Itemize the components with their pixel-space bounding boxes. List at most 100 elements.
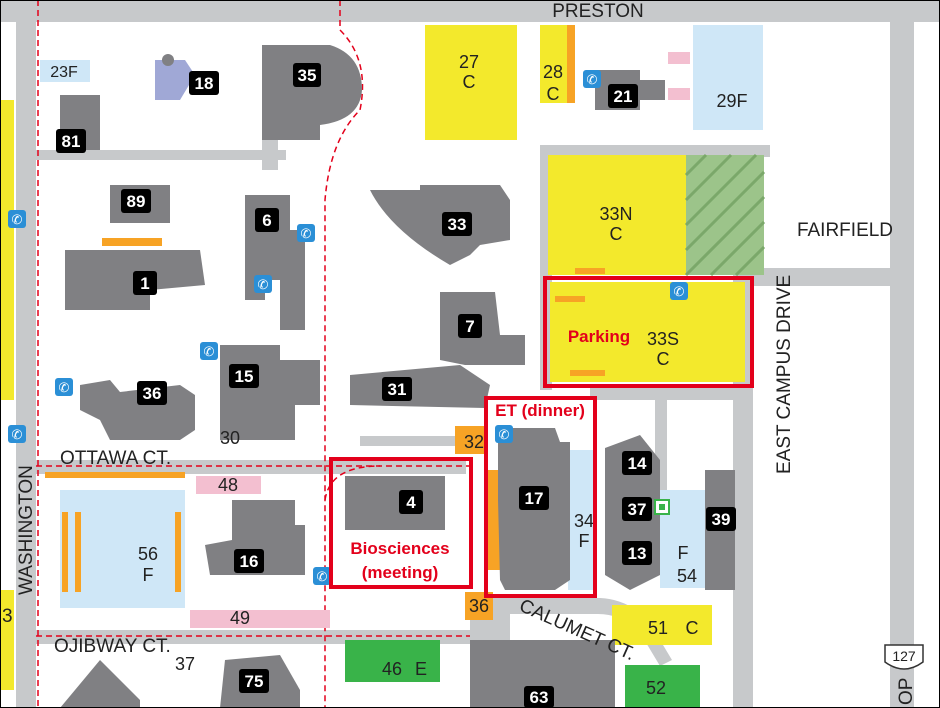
lot-28: [540, 25, 570, 103]
lot-29f: [693, 25, 763, 130]
badge-75: 75: [239, 669, 269, 693]
svg-text:15: 15: [235, 367, 254, 386]
walkways: [36, 0, 470, 708]
lot-label-51: 51: [648, 618, 668, 638]
badge-17: 17: [519, 486, 549, 510]
svg-text:✆: ✆: [674, 285, 685, 300]
badge-89: 89: [121, 189, 151, 213]
street-ottawa: OTTAWA CT.: [60, 448, 171, 469]
lot-49: [190, 610, 330, 628]
svg-text:✆: ✆: [204, 345, 215, 360]
lot-51: [612, 605, 712, 645]
svg-text:35: 35: [298, 66, 317, 85]
phone-icon: ✆: [200, 342, 218, 360]
badge-37: 37: [622, 497, 652, 521]
lot-label-27: 27: [459, 52, 479, 72]
svg-text:1: 1: [140, 274, 149, 293]
svg-text:F: F: [143, 565, 154, 585]
svg-text:39: 39: [712, 510, 731, 529]
svg-text:✆: ✆: [317, 570, 328, 585]
lot-33n: [548, 155, 686, 275]
badge-81: 81: [56, 129, 86, 153]
lot-label-36: 36: [469, 596, 489, 616]
highlight-label-biosciences: Biosciences: [350, 539, 449, 558]
svg-text:6: 6: [262, 211, 271, 230]
lot-label-48: 48: [218, 475, 238, 495]
lot-label-46: 46: [382, 659, 402, 679]
lot-label-33s: 33S: [647, 329, 679, 349]
highlight-label-parking: Parking: [568, 327, 630, 346]
phone-icon: ✆: [8, 425, 26, 443]
svg-text:✆: ✆: [587, 73, 598, 88]
badge-14: 14: [622, 451, 652, 475]
svg-text:75: 75: [245, 672, 264, 691]
road-service-north: [36, 150, 286, 160]
lot-46: [345, 640, 440, 682]
lot-label-56: 56: [138, 544, 158, 564]
phone-icon: ✆: [55, 378, 73, 396]
road-drive-south: [360, 436, 460, 446]
building-33: [370, 185, 510, 265]
badge-37-lot: [654, 499, 670, 515]
svg-text:4: 4: [406, 493, 416, 512]
lot-27: [425, 25, 517, 140]
highlight-box-dinner: [484, 396, 597, 598]
lot-33n-green: [686, 155, 764, 275]
svg-text:✆: ✆: [12, 428, 23, 443]
road-preston: [0, 0, 940, 22]
svg-text:33: 33: [448, 215, 467, 234]
svg-text:C: C: [657, 349, 670, 369]
building-7: [440, 292, 525, 365]
road-right-edge: [890, 0, 914, 708]
badge-13: 13: [622, 541, 652, 565]
badge-7: 7: [458, 314, 482, 338]
lot-label-23f: 23F: [50, 64, 78, 81]
lot-label-32: 32: [464, 432, 484, 452]
badge-63: 63: [524, 686, 554, 708]
svg-text:✆: ✆: [301, 227, 312, 242]
svg-text:63: 63: [530, 688, 549, 707]
street-preston: PRESTON: [552, 1, 644, 22]
road-lot33-south: [590, 388, 740, 400]
svg-text:C: C: [610, 224, 623, 244]
phone-icon: ✆: [583, 70, 601, 88]
highlight-label-meeting: (meeting): [362, 563, 439, 582]
lot-32: [455, 426, 485, 454]
lot-label-49: 49: [230, 608, 250, 628]
street-partial-right: OP: [896, 678, 917, 705]
building-4: [345, 476, 445, 530]
highlight-annotations: Parking ET (dinner) Biosciences (meeting…: [329, 276, 754, 598]
svg-text:36: 36: [143, 384, 162, 403]
badge-31: 31: [382, 377, 412, 401]
svg-text:C: C: [686, 618, 699, 638]
phone-icon: ✆: [8, 210, 26, 228]
svg-text:17: 17: [525, 489, 544, 508]
svg-text:✆: ✆: [59, 381, 70, 396]
phone-icon: ✆: [254, 275, 272, 293]
svg-text:18: 18: [195, 74, 214, 93]
lot-label-29f: 29F: [716, 91, 747, 111]
road-fairfield: [753, 268, 890, 286]
svg-text:✆: ✆: [499, 428, 510, 443]
road-washington: [16, 0, 36, 708]
badge-15: 15: [229, 364, 259, 388]
svg-text:E: E: [415, 659, 427, 679]
phone-icons: ✆ ✆ ✆ ✆ ✆ ✆ ✆ ✆ ✆ ✆: [8, 70, 688, 585]
street-fairfield: FAIRFIELD: [797, 220, 893, 241]
lot-label-30: 30: [220, 428, 240, 448]
svg-text:31: 31: [388, 380, 407, 399]
badge-33: 33: [442, 212, 472, 236]
phone-icon: ✆: [495, 425, 513, 443]
lot-34f: [568, 450, 595, 590]
badge-6: 6: [255, 208, 279, 232]
highlight-box-biosciences: [329, 457, 473, 589]
svg-text:89: 89: [127, 192, 146, 211]
route-number: 127: [892, 648, 916, 664]
highlight-box-parking: [543, 276, 754, 388]
highlight-label-dinner: ET (dinner): [495, 401, 585, 420]
lot-23f: [40, 60, 90, 82]
svg-text:C: C: [547, 84, 560, 104]
svg-text:13: 13: [628, 544, 647, 563]
